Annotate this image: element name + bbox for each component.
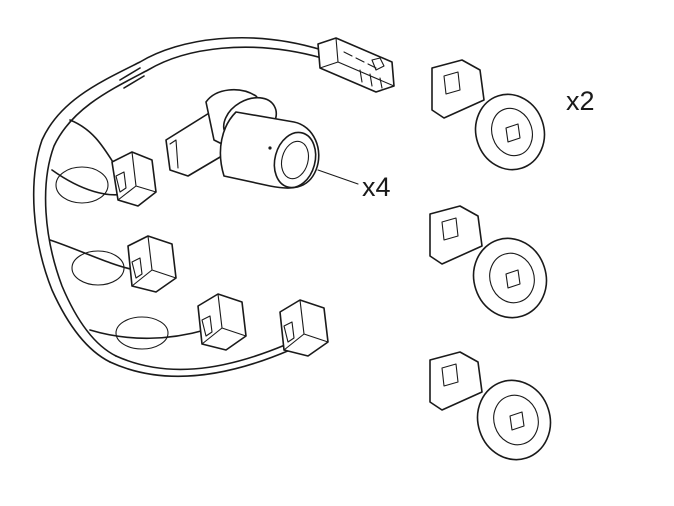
harness-connector bbox=[317, 37, 395, 93]
sensor-quantity-label: x4 bbox=[362, 172, 391, 202]
wiring-harness bbox=[32, 37, 323, 378]
sensor-holder-2 bbox=[429, 205, 548, 319]
parking-sensor bbox=[165, 89, 320, 189]
plug-connector-1 bbox=[111, 151, 157, 207]
holder-quantity-label: x2 bbox=[566, 86, 595, 116]
sensor-holder-3 bbox=[429, 351, 552, 461]
plug-connector-3 bbox=[197, 293, 247, 351]
plug-connector-2 bbox=[127, 235, 177, 293]
sensor-leader-line bbox=[317, 169, 359, 185]
sensor-holder-1 bbox=[431, 59, 546, 171]
plug-connector-4 bbox=[279, 299, 329, 357]
